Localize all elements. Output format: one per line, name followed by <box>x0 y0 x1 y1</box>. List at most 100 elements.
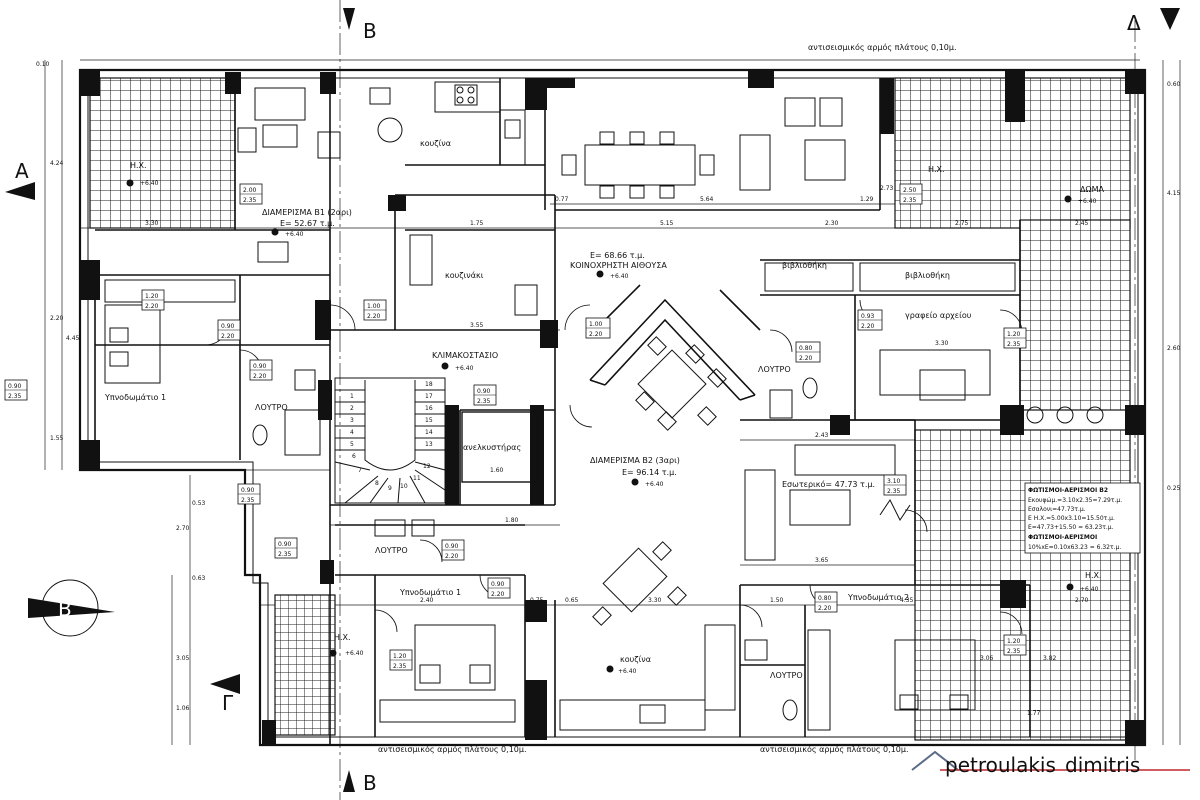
armchair <box>237 127 257 153</box>
section-label-d-top: Δ <box>1127 11 1141 35</box>
sink <box>639 704 666 724</box>
level-marker <box>606 665 614 673</box>
washbasin <box>374 519 406 537</box>
watermark-part-1: petroulakis <box>945 753 1056 777</box>
svg-text:0.53: 0.53 <box>192 500 206 507</box>
svg-text:2.35: 2.35 <box>393 663 407 670</box>
svg-text:2.70: 2.70 <box>1075 597 1089 604</box>
apartment-b2-level: +6.40 <box>645 481 664 488</box>
seismic-joint-top: αντισεισμικός αρμός πλάτους 0,10μ. <box>808 42 957 52</box>
svg-text:0.90: 0.90 <box>278 541 292 548</box>
stool <box>369 87 391 105</box>
svg-text:1.80: 1.80 <box>505 517 519 524</box>
terrace-se-level: +6.40 <box>1080 586 1099 593</box>
svg-text:2.35: 2.35 <box>887 488 901 495</box>
desk <box>257 241 289 263</box>
hob <box>456 96 464 104</box>
sofa <box>744 469 776 561</box>
window-tag: 0.902.35 <box>4 379 28 401</box>
svg-text:1.20: 1.20 <box>1007 331 1021 338</box>
apartment-b2-title: ΔΙΑΜΕΡΙΣΜΑ Β2 (3αρι) <box>590 456 680 465</box>
folding-door <box>879 499 911 521</box>
svg-text:2.73: 2.73 <box>880 185 894 192</box>
svg-text:1.20: 1.20 <box>145 293 159 300</box>
common-hall-title: ΚΟΙΝΟΧΡΗΣΤΗ ΑΙΘΟΥΣΑ <box>570 261 667 270</box>
svg-text:2.75: 2.75 <box>955 220 969 227</box>
toilet <box>252 424 268 446</box>
watermark-part-2: dimitris <box>1065 753 1140 777</box>
structural-columns <box>80 70 1145 744</box>
terrace-ne-ext <box>1019 219 1131 411</box>
window-tag: 0.902.35 <box>473 384 497 406</box>
stair-step-13: 13 <box>425 441 433 448</box>
svg-text:3.06: 3.06 <box>980 655 994 662</box>
column <box>540 320 558 348</box>
svg-text:0.65: 0.65 <box>565 597 579 604</box>
office-label: γραφείο αρχείου <box>905 311 972 320</box>
stair-step-4: 4 <box>350 429 354 436</box>
column <box>318 380 332 420</box>
column <box>1125 720 1145 744</box>
chair <box>629 185 645 199</box>
toilet <box>802 377 818 399</box>
svg-text:2.35: 2.35 <box>1007 341 1021 348</box>
column <box>80 70 100 96</box>
svg-text:4.45: 4.45 <box>66 335 80 342</box>
column <box>880 78 894 134</box>
room-ne-label: ΔΩΜΑ <box>1080 185 1104 194</box>
terrace-ne-level: +6.40 <box>1078 198 1097 205</box>
bathtub <box>284 409 321 456</box>
bath-b2-label: ΛΟΥΤΡΟ <box>770 671 803 680</box>
kitchen-b1-label: κουζίνα <box>420 139 451 148</box>
kitchen-b2-level: +6.40 <box>618 668 637 675</box>
svg-text:1.20: 1.20 <box>1007 638 1021 645</box>
elevator-shaft <box>461 411 539 483</box>
section-arrow-b-bottom <box>343 770 355 792</box>
terrace-nw-label: Η.Χ. <box>130 161 147 170</box>
svg-text:0.80: 0.80 <box>818 595 832 602</box>
svg-text:3.65: 3.65 <box>815 557 829 564</box>
svg-text:2.35: 2.35 <box>241 497 255 504</box>
level-marker <box>1064 195 1072 203</box>
pillow <box>109 327 129 343</box>
armchair <box>784 97 816 127</box>
svg-text:2.20: 2.20 <box>589 331 603 338</box>
svg-text:3.30: 3.30 <box>935 340 949 347</box>
window-tag: 1.202.35 <box>389 649 413 671</box>
chair <box>647 336 667 356</box>
coffee-table <box>789 489 851 526</box>
bedroom-b2-2-label: Υπνοδωμάτιο 2 <box>847 593 909 602</box>
bedroom-b1-label: Υπνοδωμάτιο 1 <box>104 393 166 402</box>
round-table <box>377 117 403 143</box>
column <box>1005 70 1025 122</box>
column <box>1125 70 1145 94</box>
svg-text:2.20: 2.20 <box>253 373 267 380</box>
window-tag: 0.902.20 <box>441 539 465 561</box>
bookshelf <box>859 262 1016 292</box>
svg-text:0.75: 0.75 <box>530 597 544 604</box>
column <box>445 405 459 505</box>
counter <box>514 284 538 316</box>
svg-text:2.40: 2.40 <box>420 597 434 604</box>
svg-text:3.10: 3.10 <box>887 478 901 485</box>
column <box>545 78 575 88</box>
svg-text:2.43: 2.43 <box>815 432 829 439</box>
window-tag: 0.932.20 <box>857 309 883 331</box>
svg-text:2.45: 2.45 <box>1075 220 1089 227</box>
svg-text:0.90: 0.90 <box>445 543 459 550</box>
section-label-b-bottom: B <box>363 771 377 795</box>
level-marker <box>329 649 337 657</box>
compass: B <box>28 579 115 637</box>
column <box>315 300 331 340</box>
stairwell-level: +6.40 <box>455 365 474 372</box>
library-1-label: βιβλιοθήκη <box>782 261 827 270</box>
svg-text:2.35: 2.35 <box>477 398 491 405</box>
level-marker <box>631 478 639 486</box>
svg-text:1.06: 1.06 <box>176 705 190 712</box>
svg-text:2.20: 2.20 <box>221 333 235 340</box>
svg-text:2.35: 2.35 <box>8 393 22 400</box>
svg-text:1.60: 1.60 <box>490 467 504 474</box>
window-tag: 0.902.35 <box>237 483 261 505</box>
bed <box>104 304 161 384</box>
stair-step-2: 2 <box>350 405 354 412</box>
